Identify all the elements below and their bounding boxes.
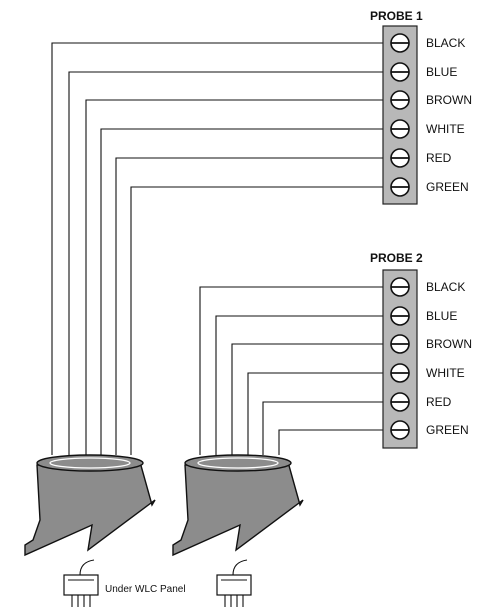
- probe-2-wire-brown: [231, 343, 385, 455]
- cable-1: [24, 454, 156, 557]
- terminal-label: GREEN: [426, 180, 469, 194]
- probe-2-group: PROBE 2 BLACK BLUE BROWN WHITE: [199, 251, 472, 455]
- probe-2-wire-white: [247, 372, 385, 455]
- probe-2-terminal-white: WHITE: [390, 363, 465, 383]
- terminal-label: WHITE: [426, 122, 465, 136]
- probe-2-wire-green: [278, 429, 385, 455]
- probe-2-terminal-brown: BROWN: [390, 334, 472, 354]
- terminal-label: BROWN: [426, 93, 472, 107]
- probe-2-title: PROBE 2: [370, 251, 423, 265]
- terminal-label: BROWN: [426, 337, 472, 351]
- terminal-label: BLUE: [426, 65, 457, 79]
- terminal-label: BLUE: [426, 309, 457, 323]
- plug-lead-icon: [232, 559, 248, 576]
- probe-1-wire-white: [100, 128, 385, 455]
- terminal-label: RED: [426, 151, 452, 165]
- terminal-label: WHITE: [426, 366, 465, 380]
- cable-1-jacket: [24, 461, 156, 557]
- probe-2-terminal-red: RED: [390, 392, 452, 412]
- probe-2-wire-red: [262, 401, 385, 455]
- terminal-label: RED: [426, 395, 452, 409]
- probe-2-wire-blue: [215, 315, 385, 455]
- probe-1-terminal-green: GREEN: [390, 177, 469, 197]
- probe-1-wire-green: [130, 186, 385, 455]
- plug-connector-right: [216, 559, 252, 607]
- probe-1-wire-black: [51, 42, 385, 455]
- probe-1-group: PROBE 1 BLACK BLUE BROWN WHITE: [51, 9, 472, 455]
- terminal-label: BLACK: [426, 280, 465, 294]
- plug-body-icon: [63, 574, 99, 596]
- cable-2-ring: [197, 457, 279, 469]
- probe-2-terminal-blue: BLUE: [390, 306, 457, 326]
- terminal-label: GREEN: [426, 423, 469, 437]
- cable-1-ring: [49, 457, 131, 469]
- probe-1-wire-brown: [85, 99, 385, 455]
- probe-1-terminal-black: BLACK: [390, 33, 465, 53]
- probe-1-terminal-red: RED: [390, 148, 452, 168]
- cable-2-jacket: [172, 461, 304, 557]
- probe-1-wire-red: [115, 157, 385, 455]
- terminal-label: BLACK: [426, 36, 465, 50]
- probe-2-wire-black: [199, 286, 385, 455]
- probe-1-title: PROBE 1: [370, 9, 423, 23]
- probe-1-terminal-white: WHITE: [390, 119, 465, 139]
- cable-2: [172, 454, 304, 557]
- plug-connector-left: [63, 559, 99, 607]
- probe-2-terminal-black: BLACK: [390, 277, 465, 297]
- plug-body-icon: [216, 574, 252, 596]
- probe-1-terminal-blue: BLUE: [390, 62, 457, 82]
- probe-1-terminal-strip: [382, 25, 418, 205]
- plug-lead-icon: [79, 559, 95, 576]
- probe-2-terminal-strip: [382, 269, 418, 449]
- probe-2-terminal-green: GREEN: [390, 420, 469, 440]
- probe-1-terminal-brown: BROWN: [390, 90, 472, 110]
- probe-1-wire-blue: [68, 71, 385, 455]
- caption-text: Under WLC Panel: [105, 584, 186, 595]
